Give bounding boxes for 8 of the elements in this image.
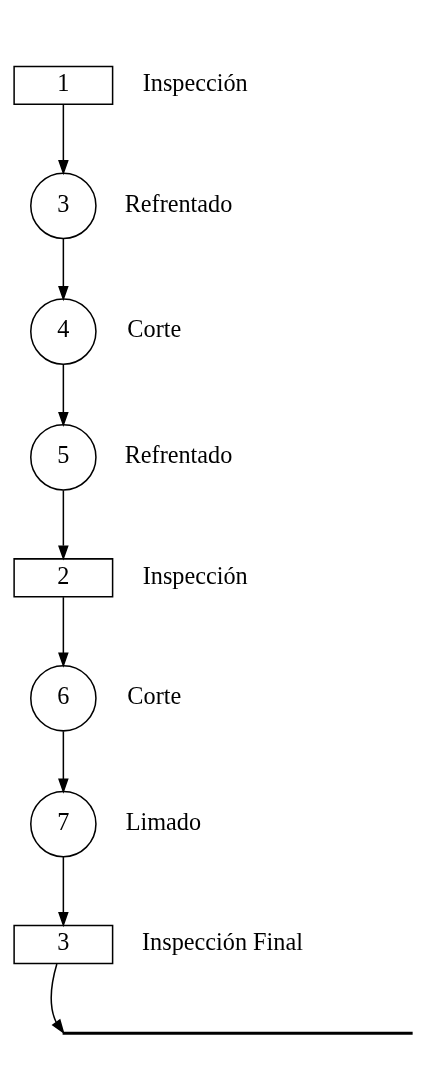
node-label: Corte (127, 682, 182, 710)
node-label: Inspección (142, 69, 248, 97)
node-label: Limado (125, 807, 202, 835)
node-label: Inspección (142, 561, 248, 589)
node-label: Refrentado (124, 441, 233, 469)
node-label: Inspección Final (142, 928, 303, 956)
node-label: Corte (127, 315, 182, 343)
node-label: Refrentado (124, 189, 233, 217)
